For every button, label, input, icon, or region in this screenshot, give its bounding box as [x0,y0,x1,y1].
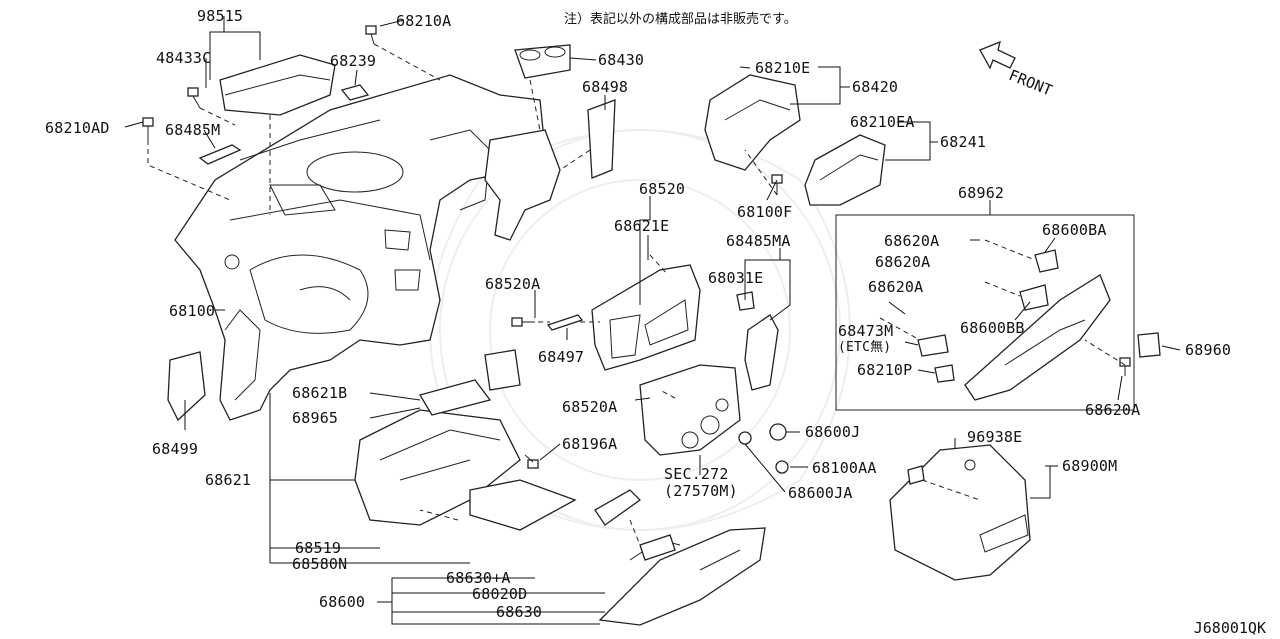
part-68600ba [1034,249,1059,273]
part-68473m [917,334,949,357]
part-label-68620a-4: 68620A [1085,401,1141,419]
part-68630a [594,489,642,526]
part-68210p [934,364,955,383]
part-label-68621: 68621 [205,471,252,489]
part-label-68100f: 68100F [737,203,793,221]
part-label-68620a-3: 68620A [868,278,924,296]
part-label-68210e: 68210E [755,59,811,77]
part-68600j [769,423,787,441]
installation-lines [147,43,1126,546]
part-label-68520: 68520 [639,180,686,198]
part-label-48433c: 48433C [156,49,212,67]
bolt-68520a [511,317,535,327]
glove-box-lid-68962 [964,274,1111,401]
part-label-96938e: 96938E [967,428,1023,446]
part-label-sec272-sub: (27570M) [664,482,738,500]
bolt-68620a [1119,357,1131,376]
part-label-68241: 68241 [940,133,987,151]
part-label-68960: 68960 [1185,341,1232,359]
header-note: 注）表記以外の構成部品は非販売です。 [564,12,797,27]
cup-holder [514,44,571,79]
part-label-68499: 68499 [152,440,199,458]
part-label-68196a: 68196A [562,435,618,453]
part-68100aa [775,460,789,474]
bolt-48433c [187,87,201,109]
part-label-68962: 68962 [958,184,1005,202]
part-label-68020d: 68020D [472,585,528,603]
leader-lines [124,16,1181,625]
part-label-sec272: SEC.272 [664,465,729,483]
part-label-68621e: 68621E [614,217,670,235]
part-label-68630: 68630 [496,603,543,621]
part-68600bb [1019,284,1049,311]
heater-control [639,364,741,456]
glove-box-frame [835,214,1135,411]
part-label-98515: 98515 [197,7,244,25]
part-label-68600j: 68600J [805,423,861,441]
part-68600ja [738,431,752,445]
part-68485m [198,144,242,165]
lower-box-68900m [889,444,1031,581]
part-label-68485m: 68485M [165,121,221,139]
part-label-68520a-1: 68520A [485,275,541,293]
tray-68965 [419,379,492,416]
center-stack-frame [484,129,561,241]
diagram-id: J68001QK [1193,619,1266,637]
meter-hood [704,74,801,171]
part-label-68600ja: 68600JA [788,484,853,502]
part-68960 [1137,332,1161,358]
bolt-68196a [524,454,539,469]
part-label-68621b: 68621B [292,384,348,402]
part-label-68497: 68497 [538,348,585,366]
glove-box-68600 [598,527,766,626]
cluster-lid [591,264,701,371]
part-label-68620a-1: 68620A [884,232,940,250]
side-bracket [744,314,779,391]
watermark [429,129,851,531]
part-label-68210a: 68210A [396,12,452,30]
bolt-68100f [771,174,783,195]
part-label-68620a-2: 68620A [875,253,931,271]
bolt-68210a [365,25,377,45]
airbag-module [219,54,336,116]
part-label-68965: 68965 [292,409,339,427]
part-68497 [546,314,584,331]
part-label-68900m: 68900M [1062,457,1118,475]
part-label-68031e: 68031E [708,269,764,287]
part-label-68420: 68420 [852,78,899,96]
part-label-68210ad: 68210AD [45,119,110,137]
part-68621b [484,349,521,391]
part-68499 [167,351,206,422]
part-label-68630a: 68630+A [446,569,511,587]
part-68498 [587,99,616,179]
part-label-68100aa: 68100AA [812,459,877,477]
clip-68031e [736,291,755,311]
part-68020d [639,534,676,561]
part-label-68519: 68519 [295,539,342,557]
part-label-68520a-2: 68520A [562,398,618,416]
part-label-68498: 68498 [582,78,629,96]
part-label-68473m: 68473M [838,322,894,340]
part-label-68600: 68600 [319,593,366,611]
part-96938e [907,465,925,485]
part-label-68210ea: 68210EA [850,113,915,131]
bolt-68210ad [142,117,154,140]
part-label-68600bb: 68600BB [960,319,1025,337]
part-label-68473m-note: (ETC無) [838,340,892,355]
part-68239 [340,84,370,101]
part-label-68239: 68239 [330,52,377,70]
mat-68580n [469,479,577,531]
instrument-panel [174,74,546,421]
front-arrow [979,40,1016,70]
part-label-68210p: 68210P [857,361,913,379]
meter-finisher [804,134,886,206]
part-label-68580n: 68580N [292,555,348,573]
part-label-68485ma: 68485MA [726,232,791,250]
part-label-68600ba: 68600BA [1042,221,1107,239]
part-label-68430: 68430 [598,51,645,69]
part-label-68100: 68100 [169,302,216,320]
